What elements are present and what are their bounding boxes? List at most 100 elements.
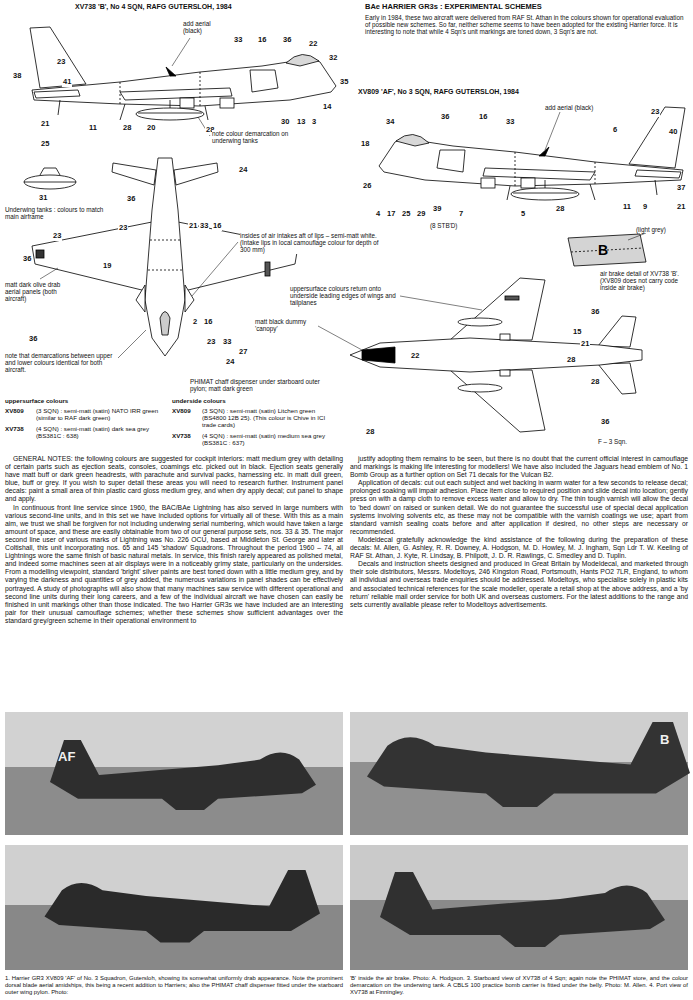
photo-marking: AF bbox=[58, 750, 75, 765]
callout-number: 38 bbox=[12, 72, 22, 81]
callout-number: 28 bbox=[566, 356, 576, 365]
body-paragraph: GENERAL NOTES: the following colours are… bbox=[5, 455, 343, 504]
body-paragraph: Modeldecal gratefully acknowledge the ki… bbox=[350, 536, 688, 560]
callout-number: 11 bbox=[88, 124, 98, 133]
photo-caption: 1. Harrier GR3 XV809 'AF' of No. 3 Squad… bbox=[5, 975, 343, 996]
colour-spec: (4 SQN) : semi-matt (satin) dark sea gre… bbox=[36, 425, 164, 439]
colour-spec-heading: XV809 bbox=[5, 407, 24, 414]
callout-number: 16 bbox=[478, 113, 488, 122]
code-letter: B bbox=[598, 242, 608, 258]
callout-number: 23 bbox=[56, 58, 66, 67]
callout-number: 29 bbox=[416, 210, 426, 219]
callout-number: 23 bbox=[206, 338, 216, 347]
callout-number: 16 bbox=[203, 318, 213, 327]
callout-number: 31 bbox=[38, 194, 48, 203]
body-paragraph: In continuous front line service since 1… bbox=[5, 504, 343, 625]
annotation-note: Underwing tanks : colours to match main … bbox=[5, 206, 115, 220]
annotation-note: matt dark olive drab aerial panels (both… bbox=[5, 281, 67, 303]
callout-number: 21 bbox=[188, 222, 198, 231]
annotation-note: uppersurface colours return onto undersi… bbox=[290, 285, 398, 307]
annotation-note: note that demarcations between upper and… bbox=[5, 352, 117, 374]
callout-number: 34 bbox=[385, 118, 395, 127]
callout-number: 36 bbox=[22, 255, 32, 264]
callout-number: 30 bbox=[280, 118, 290, 127]
callout-number: 28 bbox=[365, 428, 375, 437]
callout-number: 36 bbox=[590, 308, 600, 317]
callout-number: 27 bbox=[238, 348, 248, 357]
callout-number: 7 bbox=[458, 210, 464, 219]
callout-number: 19 bbox=[102, 262, 112, 271]
callout-number: 36 bbox=[600, 418, 610, 427]
colour-spec-heading: XV738 bbox=[5, 425, 24, 432]
colour-spec-heading: XV738 bbox=[172, 432, 191, 439]
callout-number: 16 bbox=[212, 222, 222, 231]
callout-number: 9 bbox=[642, 203, 648, 212]
aircraft-heading: XV809 'AF', No 3 SQN, RAFG GUTERSLOH, 19… bbox=[358, 88, 519, 96]
colour-spec-heading: uppersurface colours bbox=[5, 397, 68, 404]
callout-number: 25 bbox=[401, 210, 411, 219]
callout-number: 26 bbox=[362, 182, 372, 191]
callout-number: 37 bbox=[676, 184, 686, 193]
annotation-note: add aerial (black) bbox=[545, 104, 593, 111]
aircraft-heading: XV738 'B', No 4 SQN, RAFG GUTERSLOH, 198… bbox=[75, 3, 232, 11]
callout-number: 41 bbox=[62, 78, 72, 87]
side-view-xv738 bbox=[30, 27, 336, 120]
callout-number: 28 bbox=[555, 205, 565, 214]
callout-number: 33 bbox=[222, 338, 232, 347]
callout-number: 33 bbox=[199, 222, 209, 231]
sheet-title: BAe HARRIER GR3s : EXPERIMENTAL SCHEMES bbox=[365, 3, 542, 12]
annotation-note: PHIMAT chaff dispenser under starboard o… bbox=[190, 378, 330, 392]
annotation-note: insides of air intakes aft of lips – sem… bbox=[240, 232, 388, 254]
annotation-note: (8 STB'D) bbox=[430, 222, 457, 229]
callout-number: 33 bbox=[505, 118, 515, 127]
photo-marking: B bbox=[660, 733, 669, 748]
callout-number: 36 bbox=[28, 335, 38, 344]
annotation-note: F – 3 Sqn. bbox=[598, 438, 627, 445]
callout-number: 39 bbox=[432, 205, 442, 214]
callout-number: 40 bbox=[668, 128, 678, 137]
colour-spec-heading: underside colours bbox=[172, 397, 226, 404]
callout-number: 20 bbox=[146, 124, 156, 133]
callout-number: 15 bbox=[572, 328, 582, 337]
callout-number: 21 bbox=[580, 340, 590, 349]
callout-number: 28 bbox=[590, 378, 600, 387]
callout-number: 2 bbox=[192, 318, 198, 327]
callout-number: 18 bbox=[360, 140, 370, 149]
body-paragraph: justify adopting them remains to be seen… bbox=[350, 455, 688, 479]
callout-number: 6 bbox=[612, 126, 618, 135]
colour-spec: (3 SQN) : semi-matt (satin) Litchen gree… bbox=[202, 407, 337, 428]
callout-number: 35 bbox=[339, 78, 349, 87]
annotation-note: add aerial (black) bbox=[183, 20, 231, 34]
callout-number: 13 bbox=[296, 118, 306, 127]
annotation-note: Early in 1984, these two aircraft were d… bbox=[365, 14, 687, 36]
callout-number: 22 bbox=[410, 352, 420, 361]
callout-number: 24 bbox=[225, 358, 235, 367]
colour-spec-heading: XV809 bbox=[172, 407, 191, 414]
annotation-note: matt black dummy 'canopy' bbox=[255, 318, 317, 332]
callout-number: 3 bbox=[311, 118, 317, 127]
callout-number: 5 bbox=[520, 210, 526, 219]
side-view-xv809 bbox=[379, 107, 685, 200]
callout-number: 32 bbox=[328, 54, 338, 63]
callout-number: 11 bbox=[622, 203, 632, 212]
callout-number: 17 bbox=[386, 210, 396, 219]
callout-number: 21 bbox=[676, 203, 686, 212]
callout-number: 24 bbox=[238, 166, 248, 175]
callout-number: 36 bbox=[440, 113, 450, 122]
callout-number: 23 bbox=[52, 232, 62, 241]
annotation-note: air brake detail of XV738 'B'. (XV809 do… bbox=[600, 270, 688, 292]
callout-number: 21 bbox=[40, 120, 50, 129]
underwing-tank-detail bbox=[24, 168, 76, 189]
callout-number: 22 bbox=[308, 40, 318, 49]
callout-number: 36 bbox=[126, 195, 136, 204]
annotation-note: note colour demarcation on underwing tan… bbox=[212, 130, 304, 144]
photographs bbox=[5, 712, 690, 970]
colour-spec: (4 SQN) : semi-matt (satin) medium sea g… bbox=[202, 432, 337, 446]
callout-number: 33 bbox=[233, 36, 243, 45]
callout-number: 28 bbox=[122, 124, 132, 133]
callout-number: 4 bbox=[375, 210, 381, 219]
callout-number: 23 bbox=[118, 224, 128, 233]
body-paragraph: Application of decals: cut out each subj… bbox=[350, 479, 688, 536]
body-paragraph: Decals and instruction sheets designed a… bbox=[350, 560, 688, 609]
